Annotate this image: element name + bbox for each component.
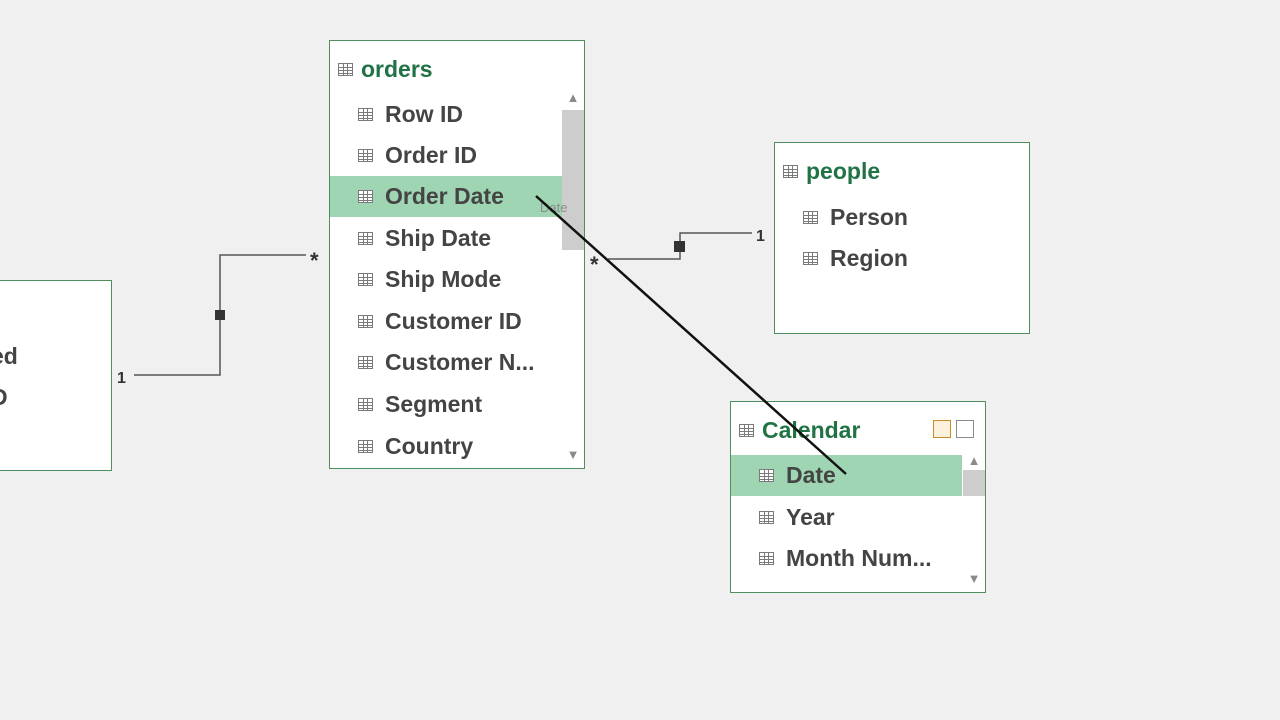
calendar-field-year[interactable]: Year [731,497,962,538]
field-icon [803,211,818,224]
table-icon [783,164,798,178]
hierarchy-icon[interactable] [933,420,951,438]
scroll-down-icon[interactable]: ▼ [566,447,580,462]
relationship-many-label: * [590,252,599,277]
field-icon [358,315,373,328]
orders-field-ship-date[interactable]: Ship Date [330,218,563,259]
calendar-scrollbar[interactable]: ▲ ▼ [963,450,985,590]
field-icon [358,356,373,369]
calendar-header[interactable]: Calendar [739,416,860,444]
relationship-many-label: * [310,248,319,273]
orders-scrollbar[interactable]: ▲ ▼ [562,89,584,466]
orders-field-order-date[interactable]: Order Date [330,176,563,217]
orders-table-card[interactable]: orders Row ID Order ID Order Date Ship D… [329,40,585,469]
people-title: people [806,157,881,184]
table-icon [338,62,353,76]
relationship-one-label: 1 [756,228,765,245]
field-icon [358,190,373,203]
scroll-up-icon[interactable]: ▲ [967,453,981,468]
orders-header[interactable]: orders [338,55,433,83]
orders-field-segment[interactable]: Segment [330,384,563,425]
field-icon [759,469,774,482]
field-icon [358,440,373,453]
people-field-person[interactable]: Person [775,197,1029,238]
field-icon [759,552,774,565]
scroll-up-icon[interactable]: ▲ [566,90,580,105]
drag-tooltip: Date [540,200,568,215]
table-icon [739,423,754,437]
calendar-title: Calendar [762,416,861,443]
calendar-field-month-num[interactable]: Month Num... [731,538,962,579]
field-icon [358,273,373,286]
field-icon [358,108,373,121]
drag-relationship-line [535,195,847,475]
field-icon [358,398,373,411]
field-icon [803,252,818,265]
orders-title: orders [361,55,433,82]
calendar-table-card[interactable]: Calendar Date Year Month Num... ▲ ▼ [730,401,986,593]
orders-field-customer-id[interactable]: Customer ID [330,301,563,342]
orders-field-ship-mode[interactable]: Ship Mode [330,259,563,300]
calendar-field-date[interactable]: Date [731,455,962,496]
scrollbar-thumb[interactable] [963,470,985,496]
filter-direction-icon [674,241,685,252]
left-table-card[interactable]: ed D [0,280,112,471]
people-header[interactable]: people [783,157,880,185]
orders-field-country[interactable]: Country [330,426,563,467]
orders-field-order-id[interactable]: Order ID [330,135,563,176]
filter-direction-icon [215,310,225,320]
fit-to-screen-icon[interactable] [956,420,974,438]
relationship-one-label: 1 [117,370,126,387]
orders-field-row-id[interactable]: Row ID [330,94,563,135]
scroll-down-icon[interactable]: ▼ [967,571,981,586]
people-field-region[interactable]: Region [775,238,1029,279]
field-icon [358,149,373,162]
people-table-card[interactable]: people Person Region [774,142,1030,334]
orders-field-customer-name[interactable]: Customer N... [330,342,563,383]
field-icon [358,232,373,245]
field-icon [759,511,774,524]
scrollbar-thumb[interactable] [562,110,584,250]
